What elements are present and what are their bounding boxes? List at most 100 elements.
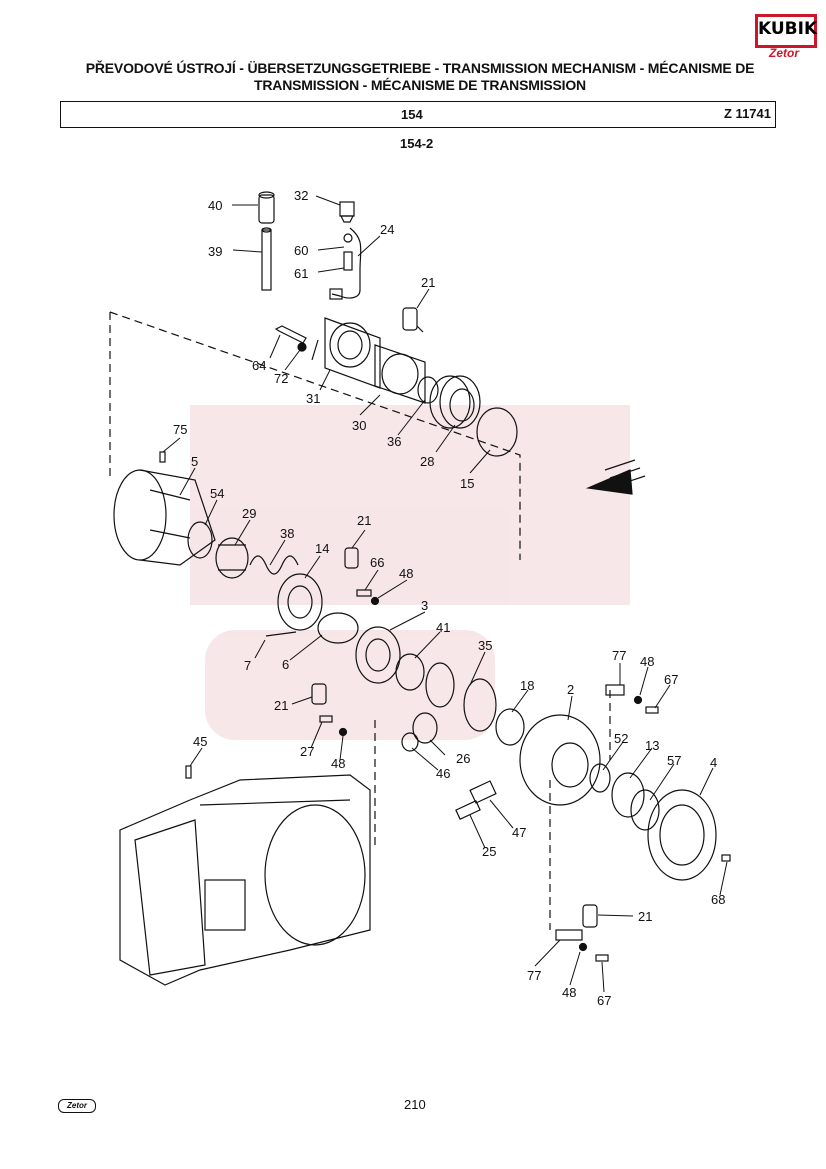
part-32-breather — [339, 201, 355, 223]
part-24-pipe — [331, 227, 362, 299]
part-28-bearing — [429, 375, 481, 429]
label-66: 66 — [370, 555, 384, 570]
part-67-bolt-a — [645, 706, 659, 714]
part-48-washer-d — [578, 942, 588, 952]
part-21-sensor-c — [311, 683, 327, 705]
subsection-number: 154-2 — [400, 136, 434, 151]
part-4-cover — [647, 789, 717, 881]
label-67a: 67 — [664, 672, 678, 687]
label-48d: 48 — [562, 985, 576, 1000]
part-68-screw — [721, 854, 731, 862]
label-26: 26 — [456, 751, 470, 766]
gearbox-housing — [119, 774, 371, 986]
part-75-pin — [159, 451, 166, 463]
label-60: 60 — [294, 243, 308, 258]
label-38: 38 — [280, 526, 294, 541]
part-3-carrier — [355, 626, 401, 684]
part-67-bolt-b — [595, 954, 609, 962]
label-5: 5 — [191, 454, 198, 469]
label-46: 46 — [436, 766, 450, 781]
part-5-housing — [113, 469, 216, 566]
part-77-plate-a — [605, 684, 625, 696]
part-13-bearing — [611, 772, 645, 818]
label-21a: 21 — [421, 275, 435, 290]
part-21-sensor-d — [582, 904, 598, 928]
label-52: 52 — [614, 731, 628, 746]
part-labels: 40 39 32 60 61 24 21 64 72 31 30 36 28 1… — [173, 188, 725, 1008]
label-14: 14 — [315, 541, 329, 556]
label-54: 54 — [210, 486, 224, 501]
label-18: 18 — [520, 678, 534, 693]
watermark-logo — [190, 405, 630, 740]
leader-lines — [162, 195, 728, 993]
label-47: 47 — [512, 825, 526, 840]
part-48-washer-b — [633, 695, 643, 705]
label-21b: 21 — [357, 513, 371, 528]
label-7: 7 — [244, 658, 251, 673]
label-27: 27 — [300, 744, 314, 759]
part-26-gear — [412, 712, 438, 744]
label-68: 68 — [711, 892, 725, 907]
part-31-cover — [311, 317, 381, 389]
label-41: 41 — [436, 620, 450, 635]
dash-line-upper — [109, 311, 521, 560]
label-2: 2 — [567, 682, 574, 697]
part-29-gear — [215, 537, 249, 579]
part-30-gasket — [374, 344, 426, 404]
part-40-sleeve — [258, 191, 275, 224]
label-25: 25 — [482, 844, 496, 859]
part-35-gears — [425, 662, 497, 732]
part-48-washer-c — [338, 727, 348, 737]
label-13: 13 — [645, 738, 659, 753]
part-61-screw — [343, 251, 353, 271]
logo-sub: Zetor — [769, 46, 799, 60]
kubik-logo: KUBIK Zetor — [755, 14, 817, 62]
label-61: 61 — [294, 266, 308, 281]
page-title: PŘEVODOVÉ ÚSTROJÍ - ÜBERSETZUNGSGETRIEBE… — [70, 60, 770, 94]
label-39: 39 — [208, 244, 222, 259]
part-54-seal — [187, 521, 213, 559]
part-38-spring — [249, 555, 299, 575]
part-14-bearing — [277, 573, 323, 631]
part-45-pin — [185, 765, 192, 779]
label-6: 6 — [282, 657, 289, 672]
part-57-ring — [630, 789, 660, 831]
label-29: 29 — [242, 506, 256, 521]
part-64-bolt — [274, 325, 307, 344]
logo-brand: KUBIK — [758, 19, 818, 39]
part-24-fitting — [329, 288, 343, 300]
label-3: 3 — [421, 598, 428, 613]
label-30: 30 — [352, 418, 366, 433]
label-35: 35 — [478, 638, 492, 653]
part-46-washer — [401, 732, 419, 752]
part-27-bolt — [319, 715, 333, 723]
label-32: 32 — [294, 188, 308, 203]
label-4: 4 — [710, 755, 717, 770]
label-77a: 77 — [612, 648, 626, 663]
part-36-ring — [417, 376, 439, 404]
doc-code: Z 11741 — [724, 106, 771, 121]
part-25-pin — [455, 800, 481, 820]
label-75: 75 — [173, 422, 187, 437]
page-number: 210 — [404, 1097, 426, 1112]
label-64: 64 — [252, 358, 266, 373]
label-45: 45 — [193, 734, 207, 749]
label-48c: 48 — [331, 756, 345, 771]
label-28: 28 — [420, 454, 434, 469]
label-67b: 67 — [597, 993, 611, 1008]
reference-box: 154 Z 11741 — [60, 101, 776, 128]
label-36: 36 — [387, 434, 401, 449]
part-21-sensor-b — [344, 547, 359, 569]
footer-logo: Zetor — [58, 1099, 96, 1113]
part-77-plate-b — [555, 929, 583, 941]
title-line-2: TRANSMISSION - MÉCANISME DE TRANSMISSION — [254, 77, 586, 93]
part-39-pin — [261, 227, 272, 291]
section-number: 154 — [401, 107, 423, 122]
label-48a: 48 — [399, 566, 413, 581]
label-40: 40 — [208, 198, 222, 213]
part-18-ring — [495, 708, 525, 746]
label-72: 72 — [274, 371, 288, 386]
part-66-bolt — [356, 589, 372, 597]
part-47-sleeve — [469, 780, 497, 804]
part-2-housing — [519, 714, 601, 806]
